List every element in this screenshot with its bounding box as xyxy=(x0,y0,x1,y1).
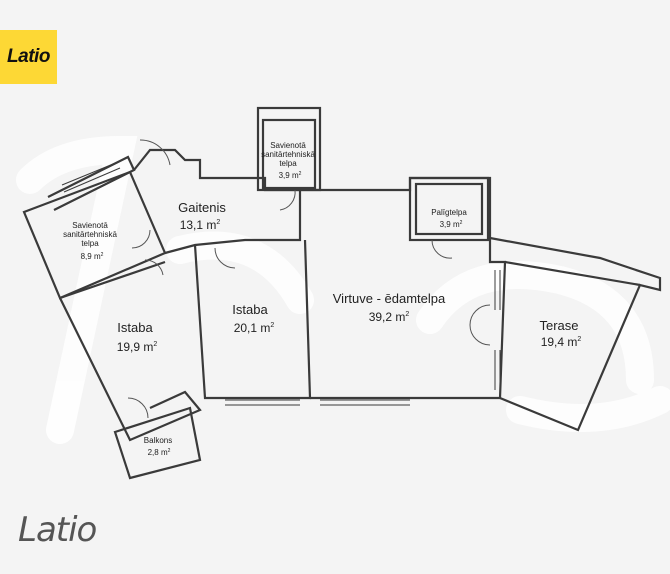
room-area: 19,9 m2 xyxy=(117,340,158,354)
room-area-sup: 2 xyxy=(405,311,409,318)
room-name: Balkons xyxy=(144,436,172,445)
brand-logo-top: Latio xyxy=(0,30,57,84)
room-area-sup: 2 xyxy=(168,448,171,454)
room-area-sup: 2 xyxy=(460,220,463,226)
room-area-value: 3,9 m xyxy=(279,171,299,180)
room-name-line: Savienotā xyxy=(72,221,108,230)
room-area-value: 3,9 m xyxy=(440,220,460,229)
room-bath-left: Savienotā sanitārtehniskā telpa 8,9 m2 xyxy=(63,221,117,261)
room-area: 3,9 m2 xyxy=(279,171,302,180)
walls xyxy=(22,106,662,480)
room-terase: Terase 19,4 m2 xyxy=(539,318,581,349)
room-area-sup: 2 xyxy=(299,171,302,177)
room-area: 20,1 m2 xyxy=(234,321,275,335)
room-area-value: 19,9 m xyxy=(117,340,154,354)
room-area-value: 20,1 m xyxy=(234,321,271,335)
room-area-sup: 2 xyxy=(101,252,104,258)
room-name-line: telpa xyxy=(81,239,99,248)
room-istaba-left: Istaba 19,9 m2 xyxy=(117,320,158,354)
room-area-sup: 2 xyxy=(577,336,581,343)
room-paligtelpa: Palīgtelpa 3,9 m2 xyxy=(431,208,467,229)
room-area: 19,4 m2 xyxy=(541,335,582,349)
room-area-value: 2,8 m xyxy=(148,448,168,457)
room-name-line: sanitārtehniskā xyxy=(63,230,117,239)
room-name-line: telpa xyxy=(279,159,297,168)
room-name: Terase xyxy=(539,318,578,333)
room-area: 39,2 m2 xyxy=(369,310,410,324)
room-name: Istaba xyxy=(117,320,153,335)
room-balkons: Balkons 2,8 m2 xyxy=(144,436,172,457)
room-area: 8,9 m2 xyxy=(81,252,104,261)
room-istaba-mid: Istaba 20,1 m2 xyxy=(232,302,274,335)
room-area: 3,9 m2 xyxy=(440,220,463,229)
windows xyxy=(61,161,501,406)
room-name: Palīgtelpa xyxy=(431,208,467,217)
room-name: Virtuve - ēdamtelpa xyxy=(333,291,446,306)
room-area-value: 8,9 m xyxy=(81,252,101,261)
brand-logo-text: Latio xyxy=(7,46,50,67)
room-name-line: sanitārtehniskā xyxy=(261,150,315,159)
room-area-value: 19,4 m xyxy=(541,335,578,349)
room-name: Istaba xyxy=(232,302,268,317)
room-area: 2,8 m2 xyxy=(148,448,171,457)
room-area-value: 39,2 m xyxy=(369,310,406,324)
doors xyxy=(127,139,491,419)
room-gaitenis: Gaitenis 13,1 m2 xyxy=(178,200,226,232)
room-area-sup: 2 xyxy=(153,341,157,348)
room-virtuve: Virtuve - ēdamtelpa 39,2 m2 xyxy=(333,291,446,324)
room-area-sup: 2 xyxy=(270,322,274,329)
room-name-line: Savienotā xyxy=(270,141,306,150)
brand-logo-bottom: Latio xyxy=(18,510,97,550)
room-area: 13,1 m2 xyxy=(180,218,221,232)
watermark xyxy=(16,135,670,444)
room-area-sup: 2 xyxy=(216,219,220,226)
room-bath-top: Savienotā sanitārtehniskā telpa 3,9 m2 xyxy=(261,141,315,180)
room-name: Gaitenis xyxy=(178,200,226,215)
room-area-value: 13,1 m xyxy=(180,218,217,232)
